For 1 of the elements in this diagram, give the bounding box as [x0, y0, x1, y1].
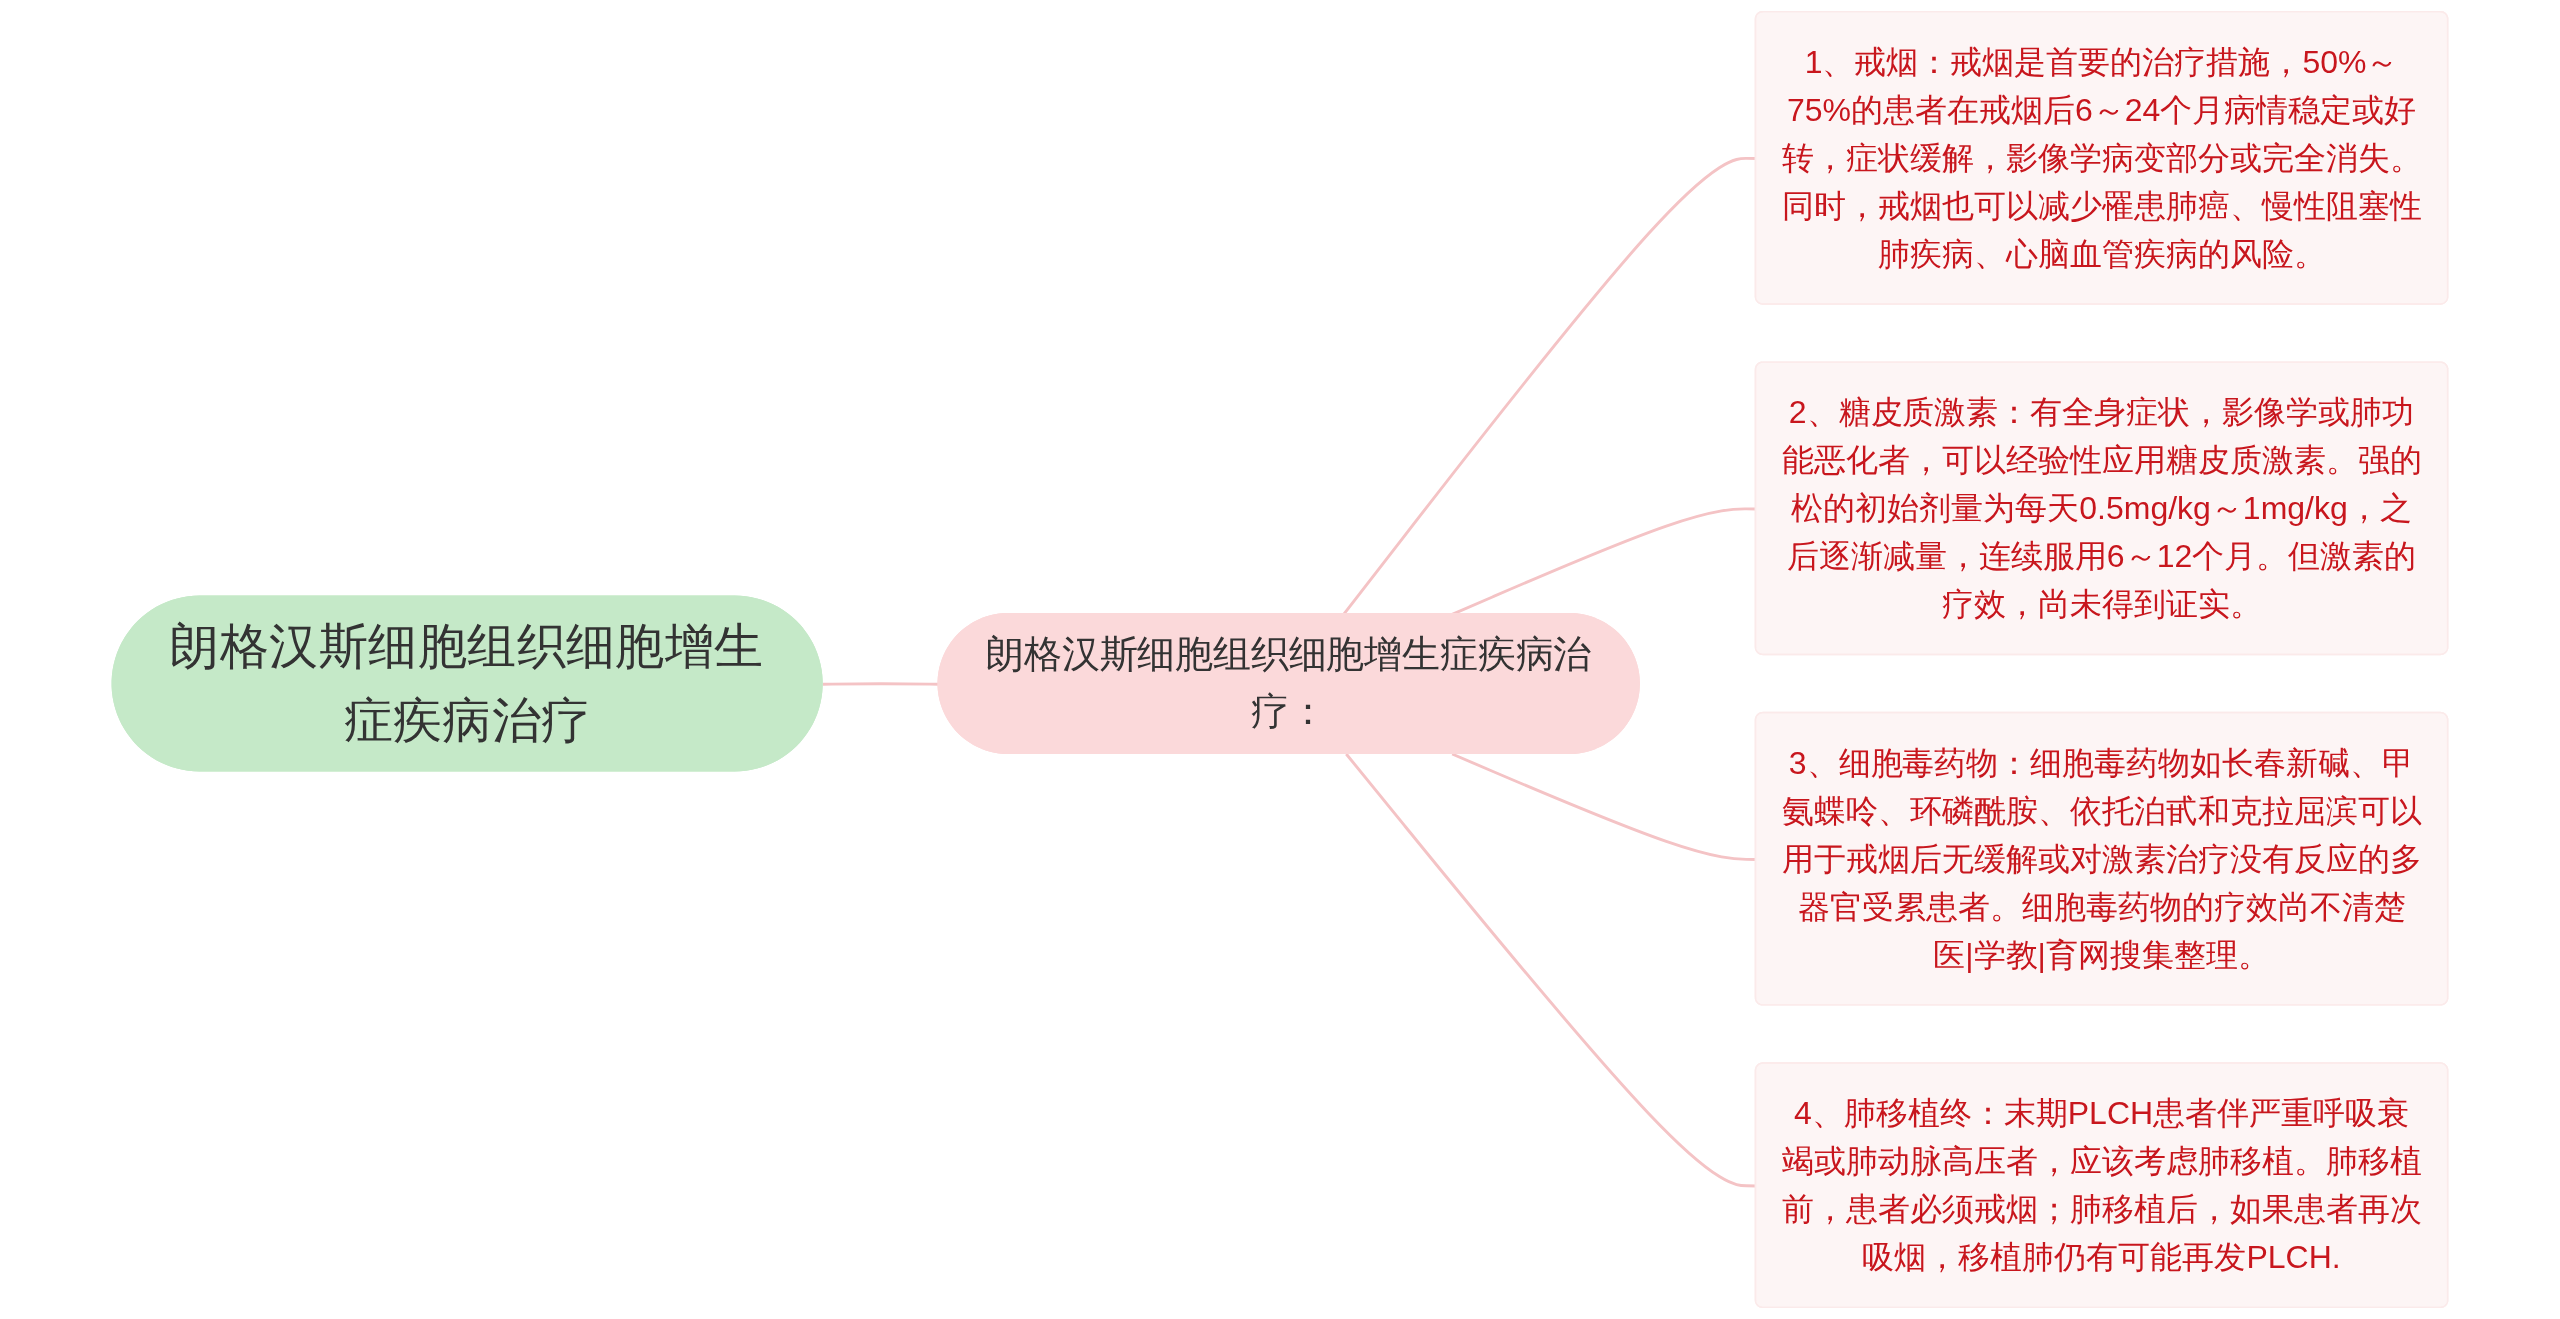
connector: [822, 682, 939, 686]
